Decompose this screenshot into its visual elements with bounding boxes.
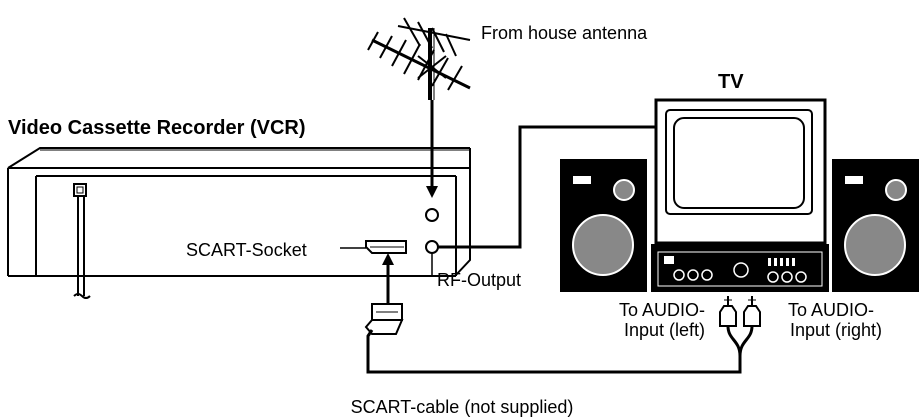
tv-set-icon (654, 98, 827, 251)
audio-right-label-line2: Input (right) (790, 320, 882, 340)
power-cord-icon (73, 183, 91, 299)
scart-cable-label: SCART-cable (not supplied) (351, 397, 574, 417)
scart-socket-label: SCART-Socket (186, 240, 307, 260)
scart-cable (364, 253, 754, 374)
amplifier-unit-icon (651, 244, 829, 292)
audio-rca-plugs-icon (719, 296, 761, 327)
antenna-label: From house antenna (481, 23, 648, 43)
house-antenna-icon (367, 17, 471, 100)
vcr-title: Video Cassette Recorder (VCR) (8, 117, 306, 139)
rf-output-socket (425, 240, 439, 254)
vcr-unit (7, 147, 471, 277)
right-speaker-icon (832, 159, 919, 292)
audio-right-label-line1: To AUDIO- (788, 300, 874, 320)
scart-socket-icon (365, 240, 407, 254)
antenna-input-socket (425, 208, 439, 222)
audio-left-label-line2: Input (left) (624, 320, 705, 340)
antenna-cable (426, 100, 438, 198)
rf-cable (438, 125, 660, 249)
rf-output-label: RF-Output (437, 270, 521, 290)
tv-title: TV (718, 71, 744, 93)
left-speaker-icon (560, 159, 647, 292)
audio-left-label-line1: To AUDIO- (619, 300, 705, 320)
